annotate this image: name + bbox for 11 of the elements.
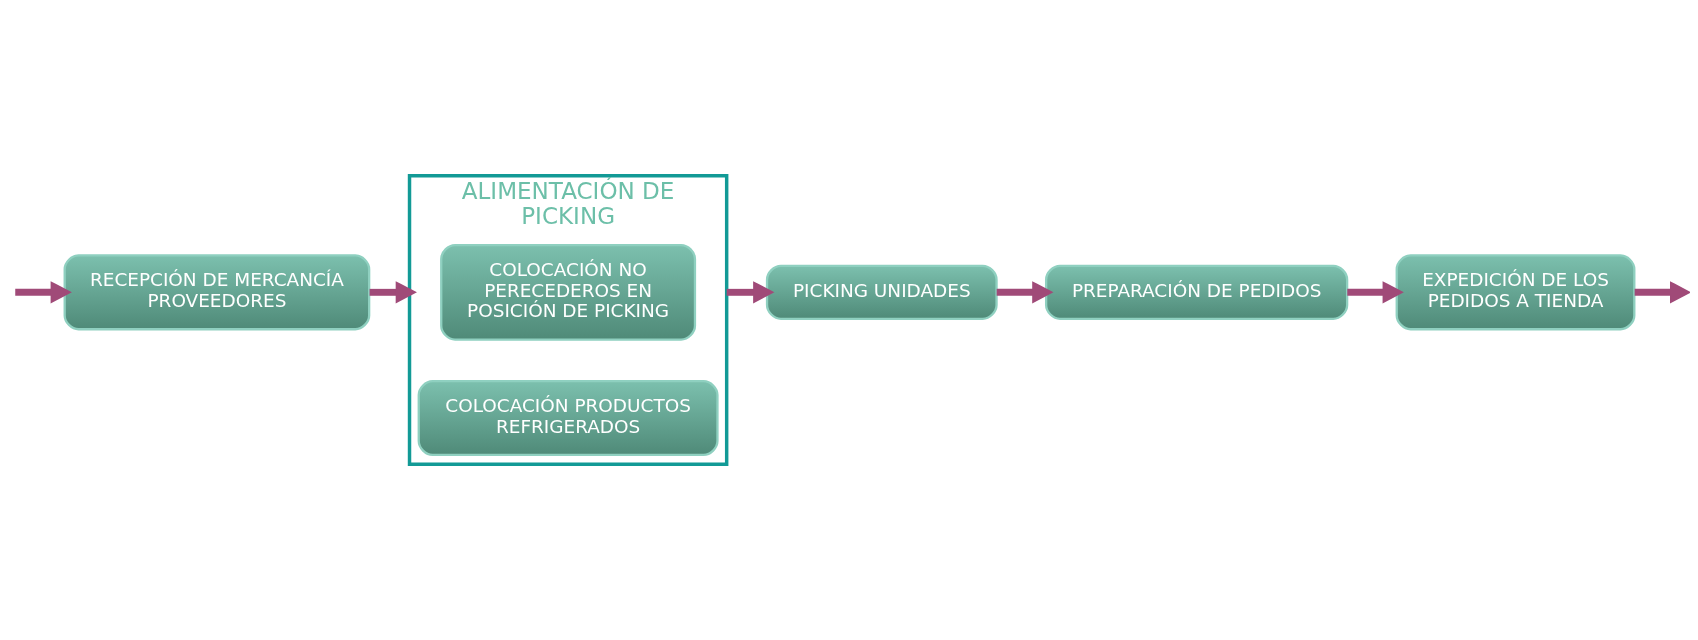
arrow xyxy=(1346,281,1404,304)
node-box: PREPARACIÓN DE PEDIDOS xyxy=(1044,264,1348,320)
node-box: RECEPCIÓN DE MERCANCÍA PROVEEDORES xyxy=(63,254,370,331)
arrow xyxy=(369,281,417,304)
arrow xyxy=(1634,281,1690,304)
node-box: EXPEDICIÓN DE LOS PEDIDOS A TIENDA xyxy=(1395,254,1635,331)
arrow xyxy=(996,281,1053,304)
node-box: PICKING UNIDADES xyxy=(765,264,998,320)
node-box: COLOCACIÓN NO PERECEDEROS EN POSICIÓN DE PICKING xyxy=(439,243,696,341)
arrow xyxy=(14,281,72,304)
node-box: COLOCACIÓN PRODUCTOS REFRIGERADOS xyxy=(417,379,719,457)
